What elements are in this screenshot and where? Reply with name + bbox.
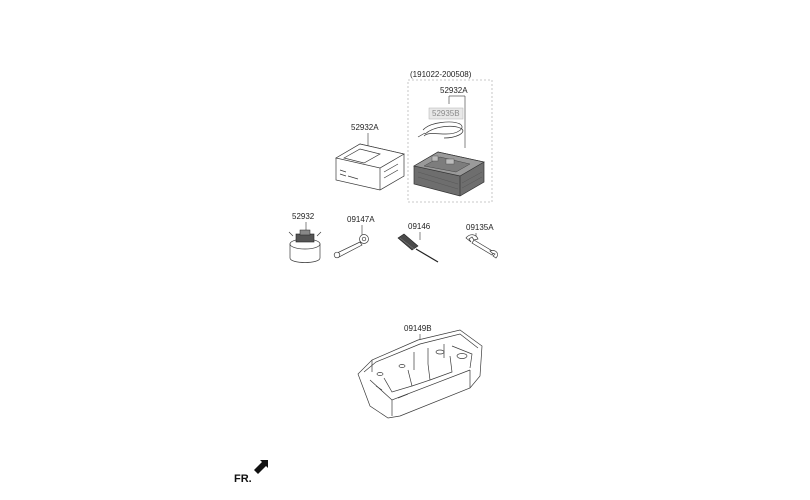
variant-date-range: (191022-200508) <box>410 70 472 79</box>
kit-case-icon <box>335 143 405 191</box>
variant-part-label-52932A[interactable]: 52932A <box>440 86 468 95</box>
screwdriver-icon <box>397 233 439 263</box>
part-label-screwdriver[interactable]: 09146 <box>408 222 431 231</box>
part-label-spanner[interactable]: 09135A <box>466 223 494 232</box>
part-label-tray[interactable]: 09149B <box>404 324 432 333</box>
wrench-group: 09147A <box>333 215 375 259</box>
front-arrow-icon <box>254 460 268 474</box>
kit-case-group: 52932A <box>335 123 405 191</box>
front-marker-label: FR. <box>234 473 252 485</box>
compressor-icon <box>288 229 322 263</box>
variant-group: (191022-200508) 52932A 52935B <box>407 70 493 203</box>
variant-dashed-frame <box>407 79 493 203</box>
tray-group: 09149B <box>357 324 483 419</box>
ring-wrench-icon <box>333 234 369 259</box>
sealant-kit-icon <box>413 151 485 197</box>
hose-loop-icon <box>417 121 464 139</box>
part-label-compressor[interactable]: 52932 <box>292 212 315 221</box>
spanner-icon <box>465 234 498 259</box>
storage-tray-icon <box>357 329 483 419</box>
screwdriver-group: 09146 <box>397 222 439 263</box>
variant-sub-label-box <box>428 107 464 120</box>
part-label-wrench-ring[interactable]: 09147A <box>347 215 375 224</box>
part-label-kit-case[interactable]: 52932A <box>351 123 379 132</box>
variant-part-label-52935B[interactable]: 52935B <box>432 109 460 118</box>
spanner-group: 09135A <box>465 223 498 259</box>
front-marker: FR. <box>234 460 268 485</box>
compressor-group: 52932 <box>288 212 322 263</box>
